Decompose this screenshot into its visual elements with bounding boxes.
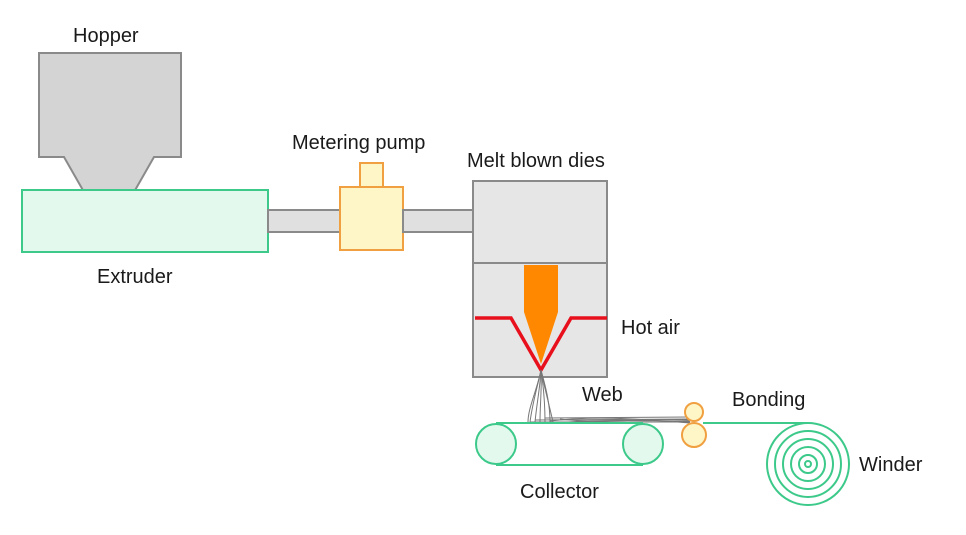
extruder <box>21 189 269 253</box>
bonding-label: Bonding <box>732 389 805 411</box>
hopper <box>38 52 182 193</box>
pipe-extruder-to-pump <box>267 209 341 233</box>
collector <box>475 422 664 466</box>
web-label: Web <box>582 384 623 406</box>
hopper-label: Hopper <box>73 25 139 47</box>
collector-label: Collector <box>520 481 599 503</box>
extruder-label: Extruder <box>97 266 173 288</box>
metering-pump <box>339 162 404 251</box>
metering-pump-label: Metering pump <box>292 132 425 154</box>
winder <box>766 422 850 506</box>
bonding-rollers <box>681 402 707 448</box>
melt-blown-dies-label: Melt blown dies <box>467 150 605 172</box>
die-nozzle <box>524 265 558 364</box>
pipe-pump-to-die <box>402 209 474 233</box>
winder-label: Winder <box>859 454 923 476</box>
hot-air-label: Hot air <box>621 317 680 339</box>
